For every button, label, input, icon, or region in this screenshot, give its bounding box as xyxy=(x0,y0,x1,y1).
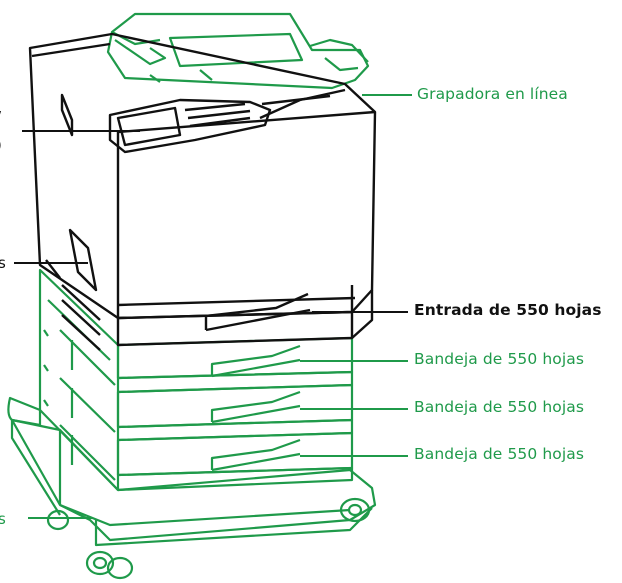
caster-wheels xyxy=(46,497,371,580)
label-tray-3: Bandeja de 550 hojas xyxy=(414,445,585,463)
label-inline-stapler: Grapadora en línea xyxy=(417,85,568,103)
label-input-550: Entrada de 550 hojas xyxy=(414,301,602,319)
label-tray-2: Bandeja de 550 hojas xyxy=(414,398,585,416)
left-fragment-2: ) xyxy=(0,136,2,154)
inline-stapler xyxy=(106,12,370,90)
left-fragment-3: s xyxy=(0,254,6,272)
tray-stack xyxy=(38,268,354,492)
label-tray-1: Bandeja de 550 hojas xyxy=(414,350,585,368)
leader-lines xyxy=(14,94,412,519)
left-fragment-1: / xyxy=(0,108,1,126)
left-fragment-4: s xyxy=(0,510,6,528)
